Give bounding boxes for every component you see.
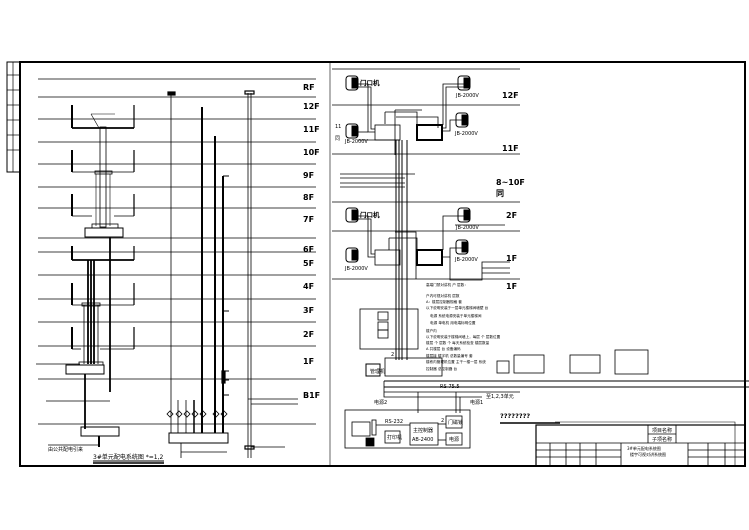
floor-label: 11F [303, 125, 320, 134]
note-line: 高端门禁对讲机 户 层数： [426, 282, 468, 287]
design-notes: 高端门禁对讲机 户 层数： 户内可视对讲机 层数 A：楼层控制器规格 套 以下说… [426, 282, 501, 371]
arrow-count: 2 [391, 352, 394, 358]
floor-label: 8F [303, 193, 314, 202]
floor-label: 9F [303, 171, 314, 180]
note-line: 电源 单电机 用电端标明位置 [430, 320, 476, 325]
diagram-caption: 3#单元配电系统图 *=1,2 [93, 453, 164, 461]
phone-model: JB-2000V [455, 93, 479, 99]
phone-model: JB-2000V [454, 131, 478, 137]
floor-lines [38, 78, 316, 425]
printer-label: 打印机 [387, 434, 402, 441]
pc-label: 管理机 [370, 368, 385, 375]
floor-label-same: 同 [496, 189, 504, 198]
note-line: 户内可视对讲机 层数 [426, 293, 460, 298]
floor-label: 1F [303, 357, 314, 366]
distribution-tree [36, 90, 298, 458]
arrow-count: 2 [441, 418, 444, 424]
floor-labels: RF 12F 11F 10F 9F 8F 7F 6F 5F 4F 3F 2F 1… [303, 83, 320, 400]
note-line: 电源 系统电源安装于单元楼梯间 [430, 313, 482, 318]
intercom-wiring [344, 83, 749, 466]
floor-label: 10F [303, 148, 320, 157]
cable-label: 电源2 [374, 399, 387, 406]
controller-model: AB-2400 [412, 437, 433, 443]
door-unit-label: 门口机 [360, 78, 380, 87]
side-note-floor: 11 [335, 124, 341, 130]
phone-model: JB-2000V [344, 266, 368, 272]
floor-label-2f: 2F [506, 211, 517, 220]
pending-mark: ???????? [500, 412, 530, 420]
phone-model: JB-2000V [454, 257, 478, 263]
to-other-units: 至1,2,3单元 [486, 393, 514, 400]
intercom-phones [345, 75, 471, 263]
floor-label-1f: 1F [506, 254, 517, 263]
side-note-same: 同 [335, 136, 340, 142]
floor-label: 6F [303, 245, 314, 254]
door-lock-label: 门磁锁 [448, 419, 463, 426]
floor-label-1f: 1F [506, 282, 517, 291]
floor-label: 3F [303, 306, 314, 315]
binding-strip-cells [7, 62, 20, 172]
floor-label-12f: 12F [502, 91, 519, 100]
note-line: A 共楼层 台 设备编码 [426, 346, 461, 351]
floor-label: 5F [303, 259, 314, 268]
phone-model: JB-2000V [344, 139, 368, 145]
drawing-title: 3#单元配电系统图 [627, 445, 661, 451]
title-block [535, 424, 746, 467]
floor-label: B1F [303, 391, 320, 400]
note-line: 以下说明安装于一层单元楼梯间墙壁 台 [426, 305, 489, 310]
note-line: 楼层接 楼宇机 总数量编号 套 [426, 353, 473, 358]
floor-label: 12F [303, 102, 320, 111]
floor-label-range: 8~10F [496, 178, 525, 187]
door-unit-label: 门口机 [360, 210, 380, 219]
drawing-subtitle: 楼宇可视对讲系统图 [630, 451, 666, 457]
subproject-name: 子项名称 [652, 436, 672, 443]
bus-label: RS-75.5 [440, 384, 460, 390]
drawing-border [19, 61, 746, 467]
outlet-symbols [166, 410, 228, 418]
note-line: 楼栋内管理机位置 主干一楼一层 系统 [426, 359, 486, 364]
controller-label: 主控制器 [413, 427, 433, 434]
power-label: 电源 [449, 436, 459, 443]
note-line: A：楼层控制器规格 套 [426, 299, 462, 304]
rs232-label: RS-232 [385, 419, 403, 425]
floor-label: 4F [303, 282, 314, 291]
project-name: 项目名称 [652, 427, 672, 434]
note-line: 控制器 总控制器 台 [426, 366, 457, 371]
source-note: 由公共配电引来 [48, 446, 83, 453]
note-line: 楼层 个 层数 个 每天系统检查 楼层数量 [426, 340, 490, 345]
floor-label: 7F [303, 215, 314, 224]
binding-strip [6, 61, 21, 173]
intercom-floor-lines [332, 68, 520, 280]
floor-label: 2F [303, 330, 314, 339]
note-line: 楼户内 [426, 328, 437, 333]
floor-label-11f: 11F [502, 144, 519, 153]
phone-model: JB-2000V [455, 225, 479, 231]
note-line: 以下说明安装于楼梯间墙上，每层 个 层数位置 [426, 334, 501, 339]
floor-label: RF [303, 83, 315, 92]
cable-label: 电源1 [470, 399, 483, 406]
